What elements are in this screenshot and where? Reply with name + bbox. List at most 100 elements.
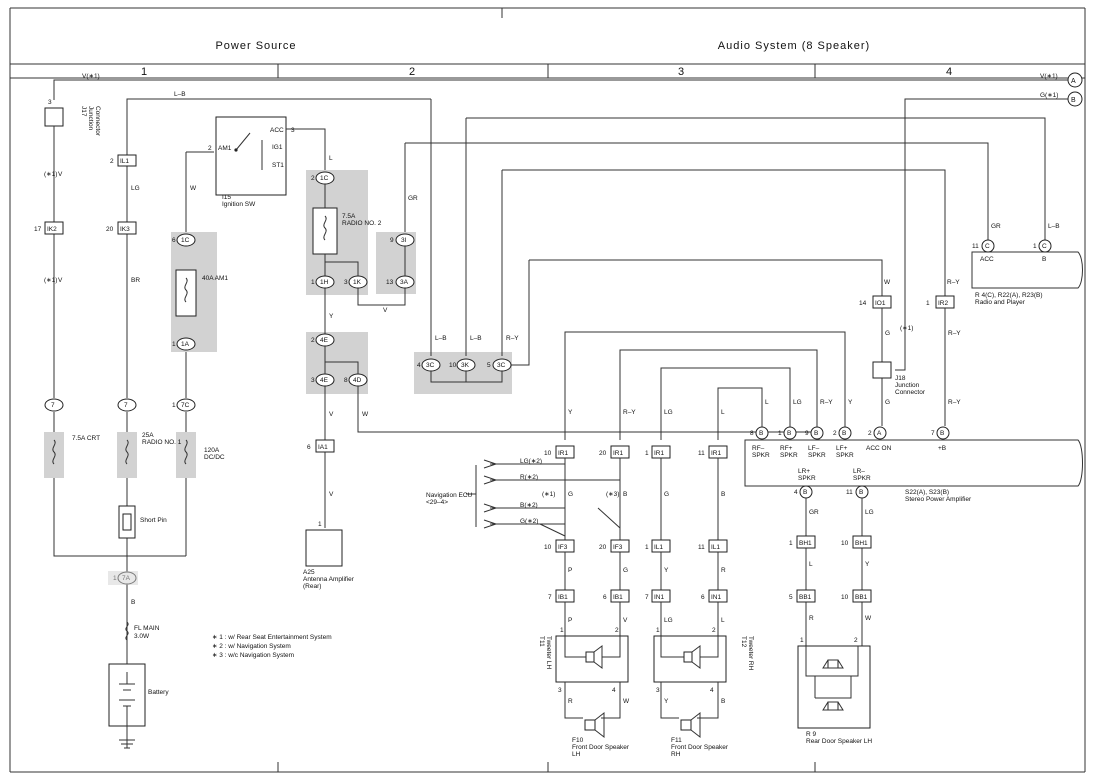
radio-player — [971, 251, 1083, 289]
note-1: ∗ 1 : w/ Rear Seat Entertainment System — [212, 634, 332, 641]
svg-text:Connector: Connector — [94, 106, 101, 137]
wire-label-gr2: GR — [991, 223, 1001, 230]
ign-pin-ig1: IG1 — [272, 144, 283, 151]
amp-lf-minus: LF– — [808, 445, 820, 452]
wl-b-fr: B — [721, 698, 725, 705]
rear-speaker-label-a: R 9 — [806, 731, 817, 738]
wire-label-lg: LG — [131, 185, 140, 192]
amp-lr-plus-2: SPKR — [798, 475, 816, 482]
fuse-box-radio1 — [117, 432, 137, 478]
wl-ry-817: R–Y — [820, 399, 833, 406]
tw-lh-pin3: 3 — [558, 687, 562, 694]
wire-v1-top: V(∗1) — [82, 73, 100, 80]
wl-lg-862: LG — [865, 509, 874, 516]
wire-label-g-star1: (∗1) — [900, 325, 913, 332]
wire-label-ry4: R–Y — [948, 399, 961, 406]
wire-label-b: B — [131, 599, 135, 606]
wl-g-620: G — [623, 567, 628, 574]
svg-text:7: 7 — [548, 594, 552, 601]
svg-text:IA1: IA1 — [318, 444, 328, 451]
tweeter-rh-label: T12 Tweeter RH — [740, 636, 754, 671]
svg-text:1C: 1C — [181, 237, 190, 244]
rear-speaker-label-b: Rear Door Speaker LH — [806, 738, 872, 745]
fuse-radio1-label-b: RADIO NO. 1 — [142, 439, 182, 446]
connector-bh1-a: BH1 1 — [789, 535, 816, 549]
header-frame — [9, 7, 1086, 773]
battery-label: Battery — [148, 689, 169, 696]
tweeter-lh-icon — [564, 636, 621, 669]
wl-p-565b: P — [568, 617, 572, 624]
svg-text:1: 1 — [789, 540, 793, 547]
wl-l-762: L — [765, 399, 769, 406]
amp-rf-minus: RF– — [752, 445, 765, 452]
svg-text:A: A — [1071, 78, 1076, 85]
svg-text:4: 4 — [417, 362, 421, 369]
ignition-switch-contact — [234, 132, 251, 152]
fuse-box-crt — [44, 432, 64, 478]
antenna-label-b: Antenna Amplifier — [303, 576, 355, 583]
tw-rh-pin3: 3 — [656, 687, 660, 694]
svg-text:6: 6 — [307, 444, 311, 451]
antenna-amplifier — [305, 529, 343, 567]
tweeter-lh-pin2: 2 — [615, 627, 619, 634]
svg-text:11: 11 — [698, 450, 705, 457]
wire-label-v3: V — [383, 307, 388, 314]
svg-text:BH1: BH1 — [799, 540, 812, 547]
svg-text:3A: 3A — [400, 279, 409, 286]
ign-pin-st1: ST1 — [272, 162, 284, 169]
amp-branch-wires — [564, 331, 846, 440]
svg-text:11: 11 — [698, 544, 705, 551]
wire-g1-right: G(∗1) — [1040, 92, 1058, 99]
top-wires — [53, 79, 1068, 371]
svg-text:4E: 4E — [320, 377, 329, 384]
wl-l-718b: L — [721, 617, 725, 624]
front-door-speaker-rh-icon — [680, 711, 701, 739]
radio-pin-acc: C11 — [972, 239, 995, 253]
svg-text:1A: 1A — [181, 341, 190, 348]
wire-label-lb4: L–B — [1048, 223, 1060, 230]
wl-l-718: L — [721, 409, 725, 416]
j17-connector — [44, 107, 64, 127]
svg-text:11: 11 — [846, 489, 853, 496]
fl-main-label-a: FL MAIN — [134, 625, 160, 632]
wire-label-v: V — [58, 171, 63, 178]
connector-7a-shade — [108, 571, 138, 585]
tweeter-lh-pin1: 1 — [560, 627, 564, 634]
connector-ia1: IA1 6 — [307, 439, 335, 453]
radio2-wires — [324, 184, 406, 528]
svg-text:IN1: IN1 — [711, 594, 722, 601]
j18-label-a: J18 — [895, 375, 906, 382]
amp-label-a: S22(A), S23(B) — [905, 489, 949, 496]
front-door-speaker-lh-icon — [584, 711, 605, 739]
svg-text:IO1: IO1 — [875, 300, 886, 307]
svg-text:2: 2 — [311, 337, 315, 344]
fuse-dcdc-label-b: DC/DC — [204, 454, 225, 461]
connector-1c-am1: 1C6 — [172, 233, 196, 247]
svg-text:1K: 1K — [353, 279, 362, 286]
svg-text:3C: 3C — [426, 362, 435, 369]
amp-pin-b9: B9 — [805, 426, 824, 440]
short-pin-inner — [122, 513, 132, 531]
wire-4e-4d — [324, 346, 820, 440]
amp-label-b: Stereo Power Amplifier — [905, 496, 972, 503]
connector-1k: 1K3 — [344, 275, 368, 289]
amp-lr-minus: LR– — [853, 468, 865, 475]
svg-text:9: 9 — [390, 237, 394, 244]
svg-text:7: 7 — [51, 402, 55, 409]
amp-pin-b8: B8 — [750, 426, 769, 440]
j17-pin: 3 — [48, 99, 52, 106]
radio-label-a: R 4(C), R22(A), R23(B) — [975, 292, 1043, 299]
svg-text:Tweeter RH: Tweeter RH — [747, 636, 754, 671]
fuse-radio1 — [125, 439, 129, 465]
svg-text:7: 7 — [124, 402, 128, 409]
ign-acc-wire — [286, 128, 326, 170]
antenna-label-a: A25 — [303, 569, 315, 576]
amp-lf-minus-2: SPKR — [808, 452, 826, 459]
wire-label-v4: V — [329, 411, 334, 418]
wire-label-br: BR — [131, 277, 140, 284]
fuse-radio2-box — [312, 207, 338, 255]
wl-v-620: V — [623, 617, 628, 624]
